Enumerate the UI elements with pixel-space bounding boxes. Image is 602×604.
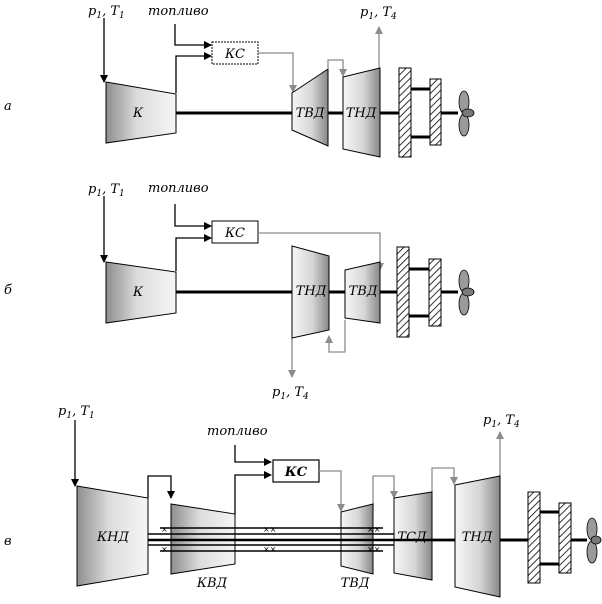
propeller-icon [458, 269, 475, 316]
diagram-c-label: в [4, 534, 12, 549]
gearbox [396, 246, 458, 338]
gear-large [398, 67, 412, 158]
turbine-label-ip: ТСД [397, 530, 427, 545]
fuel-label: топливо [148, 181, 209, 196]
diagram-b: б p1, T1 топливо КС p1, T4 К ТНД ТВД [4, 181, 475, 402]
diagram-a: а p1, T1 топливо КС p1, T4 К ТВД ТНД [4, 4, 475, 158]
gearbox [527, 491, 587, 584]
bearing-icons: × × ×× ×× ×× ×× [161, 525, 380, 554]
fuel-label: топливо [207, 424, 268, 439]
air-line [175, 234, 212, 271]
turbine-body-1 [291, 68, 329, 147]
gear-large [396, 246, 410, 338]
inlet-label: p1, T1 [88, 4, 125, 21]
diagram-a-label: а [4, 99, 12, 114]
gas-flow-line [319, 470, 345, 512]
compressor-body-lp [76, 485, 149, 587]
fuel-line [234, 445, 272, 466]
bearing-icon: ×× [263, 525, 276, 534]
fuel-line [174, 204, 212, 230]
compressor-body [105, 81, 177, 144]
turbine-body-ip [393, 491, 433, 581]
bearing-icon: ×× [367, 545, 380, 554]
gas-flow-line [258, 232, 384, 271]
combustor-label: КС [224, 47, 245, 62]
interstage-air-line [147, 475, 175, 499]
gear-large [527, 491, 541, 584]
fuel-line [174, 24, 212, 49]
inlet-label: p1, T1 [88, 182, 125, 199]
gas-transfer-line-2 [431, 467, 458, 492]
bearing-icon: ×× [263, 545, 276, 554]
bearing-icon: ×× [367, 525, 380, 534]
gas-flow-line [258, 52, 297, 93]
compressor-label: К [132, 285, 144, 300]
outlet-label: p1, T4 [360, 5, 397, 22]
air-line [175, 52, 212, 93]
bearing-icon: × [161, 545, 168, 554]
combustor-label: КС [284, 465, 308, 480]
turbine-label-1: ТНД [296, 284, 327, 299]
turbine-body-2 [344, 261, 381, 324]
turbine-body-lp [454, 475, 501, 598]
fuel-label: топливо [148, 4, 209, 19]
diagram-c: в p1, T1 КНД КВД топливо КС p1, T4 ТВД Т… [4, 404, 602, 598]
gas-transfer-line [327, 59, 347, 77]
gas-transfer-line-1 [372, 475, 398, 510]
turbine-body-2 [342, 67, 381, 158]
gearbox [398, 67, 458, 158]
gear-small [429, 78, 442, 146]
bearing-icon: × [161, 525, 168, 534]
turbine-label-2: ТВД [349, 284, 378, 299]
turbine-label-hp: ТВД [341, 576, 370, 591]
combustor-box [211, 220, 259, 244]
gear-small [558, 502, 572, 574]
coaxial-shafts [148, 527, 528, 552]
compressor-body [105, 261, 177, 324]
compressor-label-lp: КНД [96, 530, 129, 545]
compressor-label-hp: КВД [196, 576, 228, 591]
turbine-label-lp: ТНД [462, 530, 493, 545]
inlet-label: p1, T1 [58, 404, 95, 421]
air-line [234, 471, 272, 514]
gas-transfer-line [325, 320, 346, 353]
combustor-label: КС [224, 226, 245, 241]
outlet-label: p1, T4 [272, 385, 309, 402]
diagram-b-label: б [4, 283, 12, 298]
turbine-label-2: ТНД [346, 106, 377, 121]
outlet-label: p1, T4 [483, 413, 520, 430]
turbine-label-1: ТВД [296, 106, 325, 121]
turbine-body-1 [291, 245, 330, 339]
propeller-icon [586, 517, 602, 564]
compressor-label: К [132, 106, 144, 121]
gear-small [428, 258, 442, 327]
propeller-icon [458, 90, 475, 137]
